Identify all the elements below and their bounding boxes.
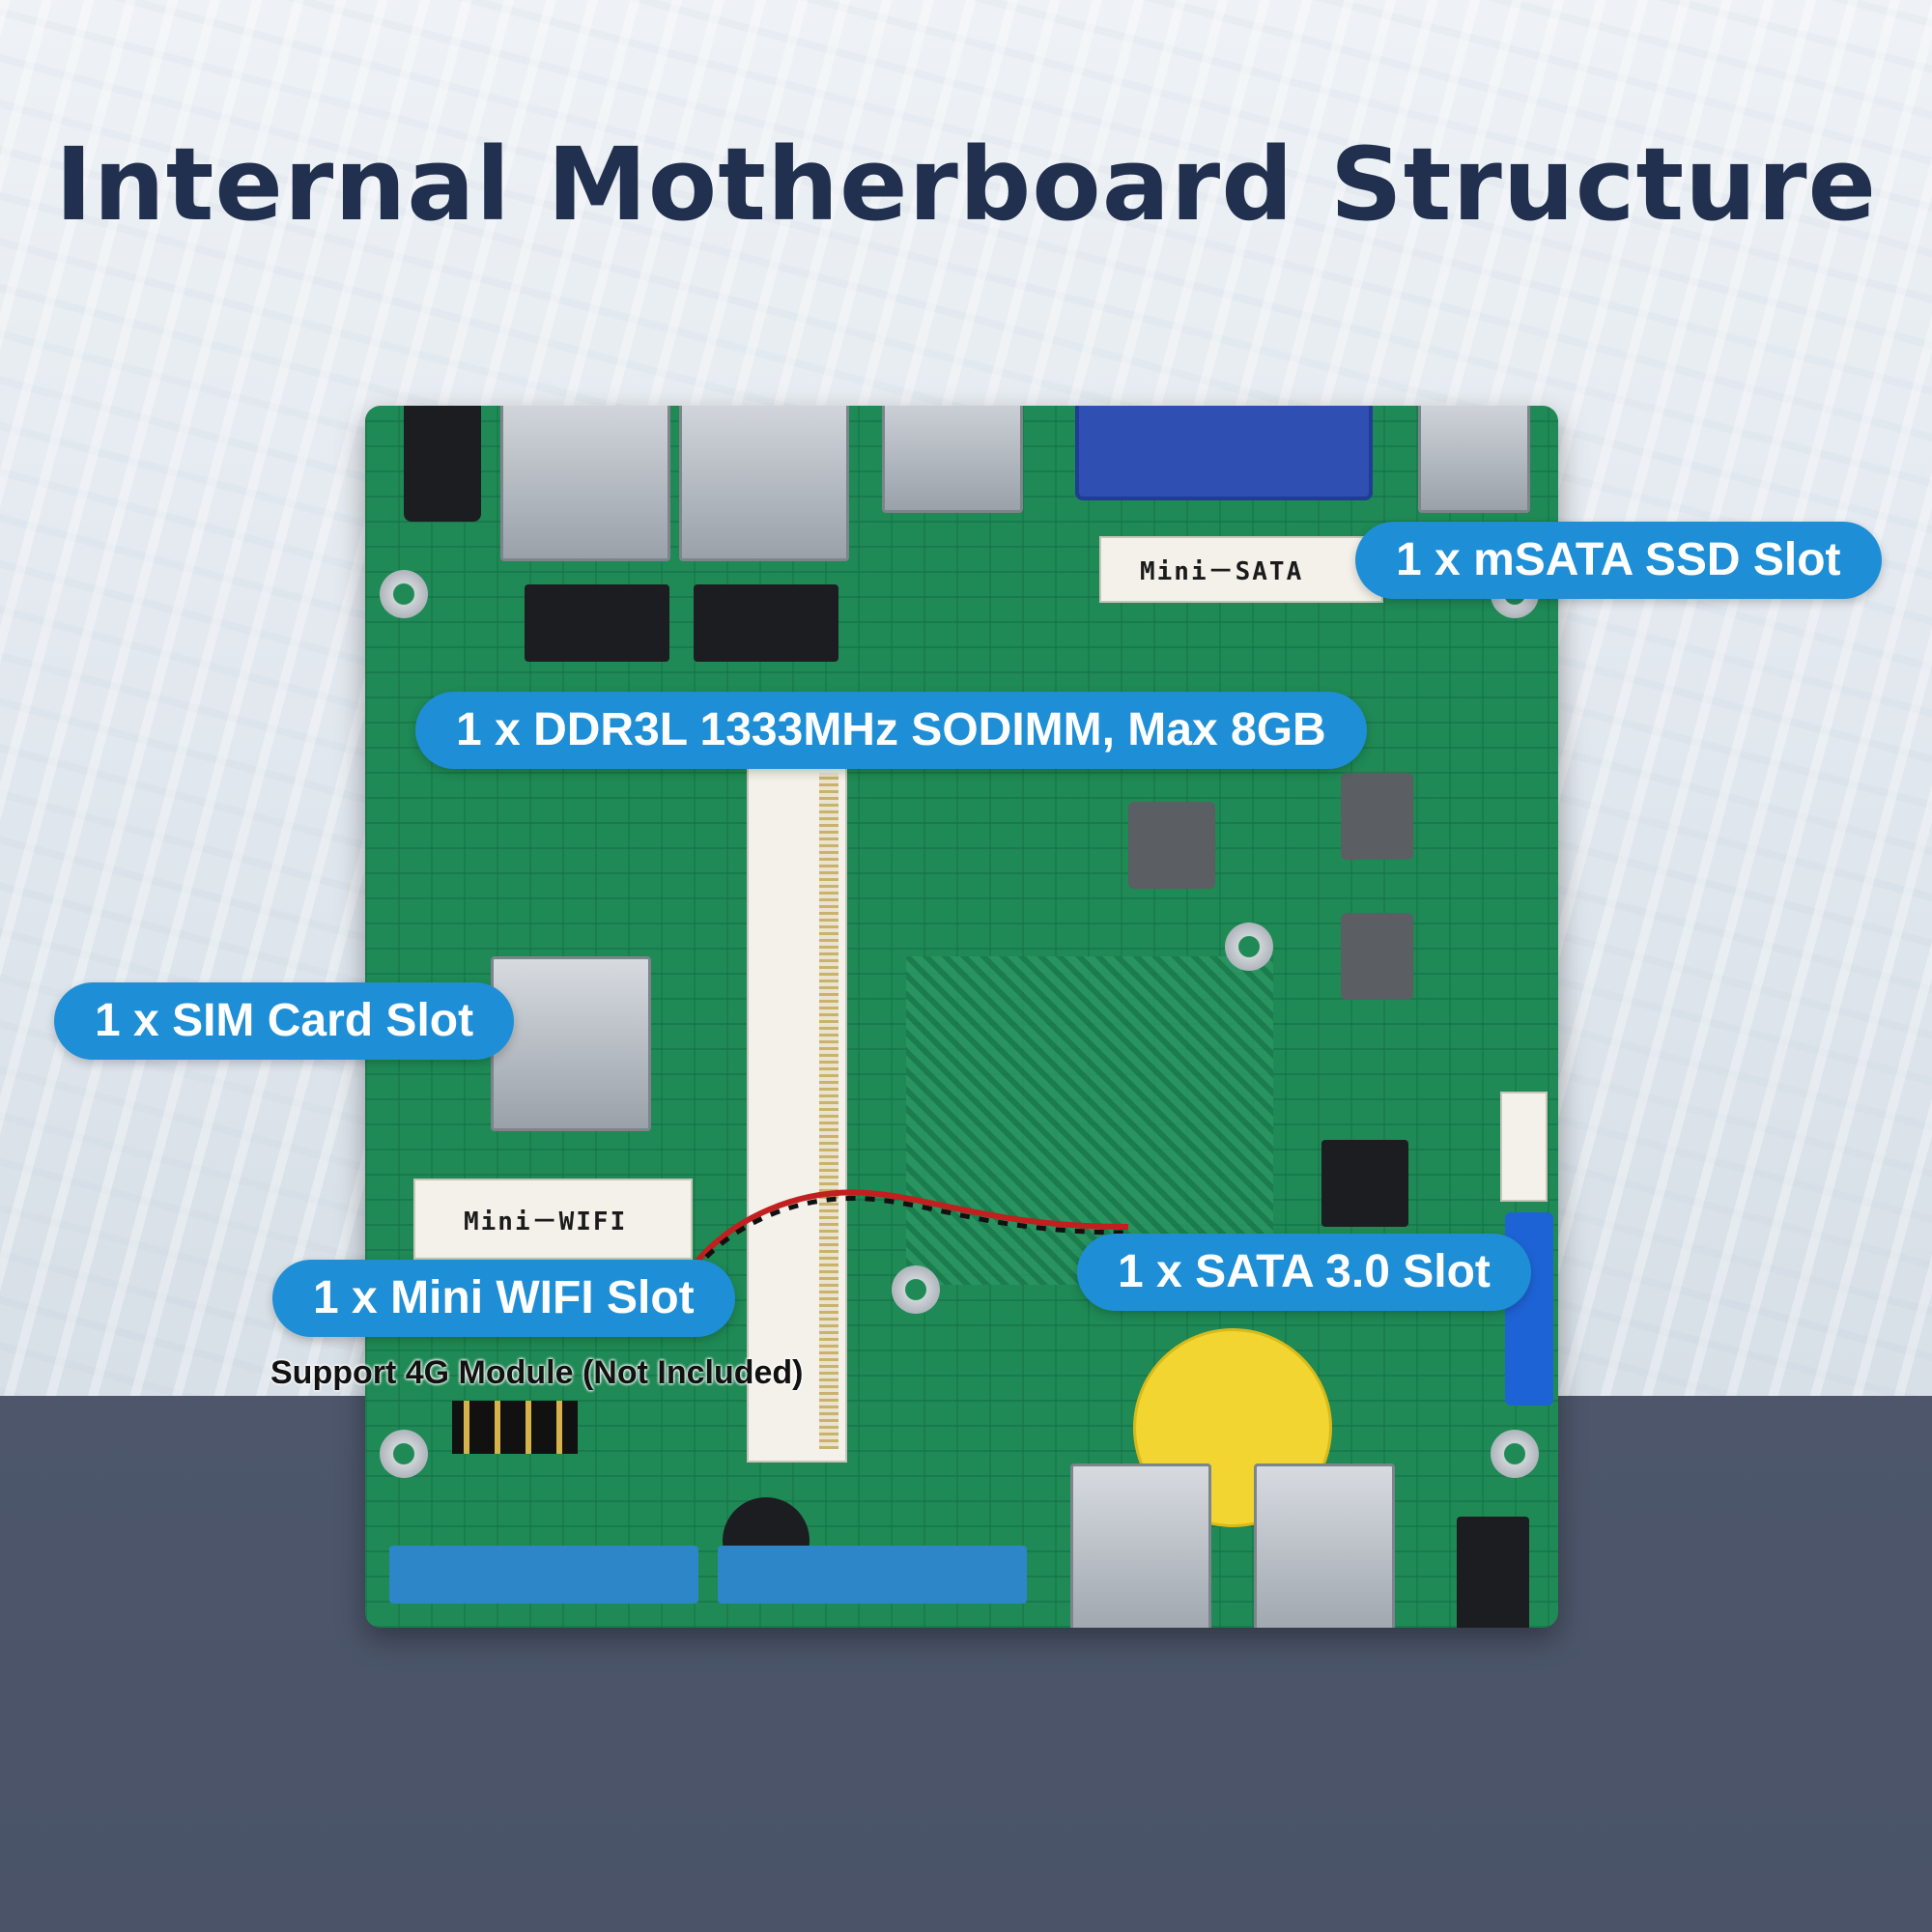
mini-wifi-label: Mini－WIFI <box>464 1208 628 1236</box>
caption-4g-module: Support 4G Module (Not Included) <box>270 1354 804 1391</box>
mounting-hole-center <box>892 1265 940 1314</box>
hdmi-port <box>882 406 1023 513</box>
inductor-2r2 <box>1128 802 1215 889</box>
vga-port <box>1075 406 1373 500</box>
jcom-header <box>452 1401 578 1454</box>
dc-in-port <box>1418 406 1530 513</box>
inductor-3r3-a <box>1341 773 1413 860</box>
inductor-3r3-b <box>1341 913 1413 1000</box>
mounting-hole-bottom-right <box>1491 1430 1539 1478</box>
controller-chip <box>1321 1140 1408 1227</box>
lan-port-1 <box>679 406 849 561</box>
label-ddr3l-sodimm: 1 x DDR3L 1333MHz SODIMM, Max 8GB <box>415 692 1367 769</box>
lan-chip-1 <box>525 584 669 662</box>
page-title: Internal Motherboard Structure <box>54 126 1878 243</box>
power-switch <box>1457 1517 1529 1628</box>
label-msata-ssd-slot: 1 x mSATA SSD Slot <box>1355 522 1882 599</box>
mounting-hole-top-left <box>380 570 428 618</box>
sata-power-connector <box>1500 1092 1548 1202</box>
com-port-2-blue <box>718 1546 1027 1604</box>
cpu-area <box>906 956 1273 1285</box>
audio-jack <box>404 406 481 522</box>
label-sim-card-slot: 1 x SIM Card Slot <box>54 982 515 1060</box>
lan-chip-2 <box>694 584 838 662</box>
lan-port-2 <box>500 406 670 561</box>
com-port-1-blue <box>389 1546 698 1604</box>
label-mini-wifi-slot: 1 x Mini WIFI Slot <box>272 1260 735 1337</box>
usb-port-2 <box>1254 1463 1395 1628</box>
usb-port-1 <box>1070 1463 1211 1628</box>
label-sata-slot: 1 x SATA 3.0 Slot <box>1077 1234 1531 1311</box>
sodimm-contacts <box>819 773 838 1449</box>
battery-cable <box>691 1189 1129 1273</box>
mini-wifi-slot: Mini－WIFI <box>413 1179 693 1260</box>
sim-card-slot <box>491 956 651 1131</box>
mini-sata-label: Mini－SATA <box>1140 557 1304 586</box>
mounting-hole-bottom-left <box>380 1430 428 1478</box>
motherboard-image: Mini－SATA Mini－WIFI <box>365 406 1558 1628</box>
mini-sata-slot: Mini－SATA <box>1099 536 1383 603</box>
mounting-hole-mid <box>1225 923 1273 971</box>
